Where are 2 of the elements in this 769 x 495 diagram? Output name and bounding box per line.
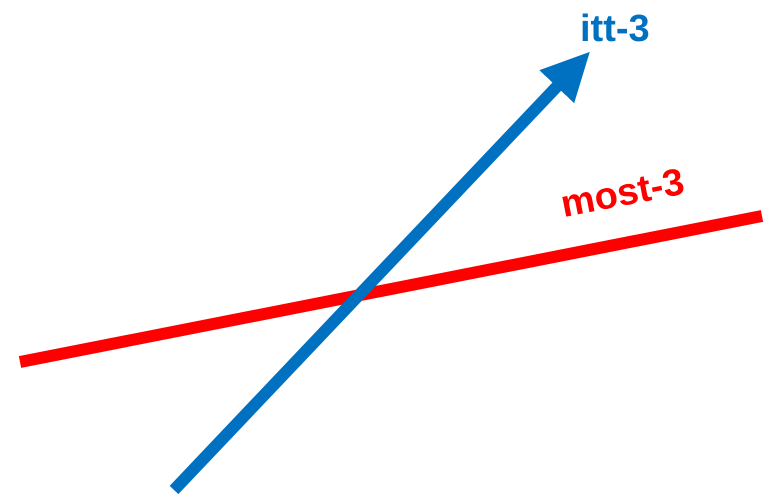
line-label: itt-3 [580,10,650,48]
line-label: most-3 [558,162,688,224]
